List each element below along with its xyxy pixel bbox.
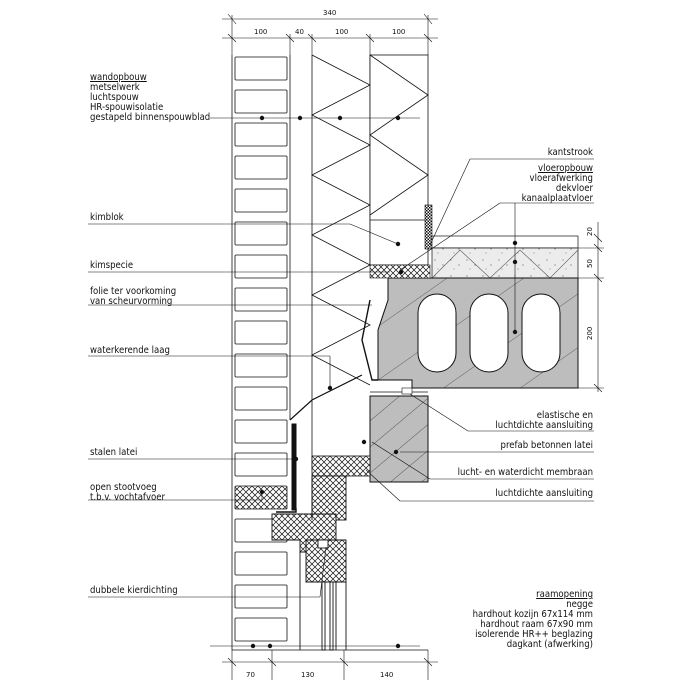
label-folie-line1: folie ter voorkoming: [90, 286, 177, 297]
label-kimspecie: kimspecie: [90, 260, 134, 271]
leader-dot: [395, 643, 401, 649]
label-luchtspouw: luchtspouw: [90, 92, 139, 103]
brick: [234, 386, 288, 411]
brick: [234, 287, 288, 312]
dim-right-3: 200: [586, 326, 594, 340]
dim-right-1: 20: [586, 227, 594, 236]
prefab-concrete-lintel: [369, 387, 429, 483]
leader-dot: [512, 240, 518, 246]
label-negge: negge: [566, 599, 593, 610]
brick: [234, 221, 288, 246]
dim-top-2: 40: [295, 28, 304, 36]
dim-top-3: 100: [335, 28, 349, 36]
kantstrook-strip: [424, 204, 433, 250]
dimension-lines: [222, 13, 604, 680]
label-raam: hardhout raam 67x90 mm: [480, 619, 593, 630]
brick: [234, 122, 288, 147]
section-reference-lines: [210, 117, 420, 647]
label-wall-build-up: wandopbouw metselwerk luchtspouw HR-spou…: [90, 73, 210, 123]
dim-top-total: 340: [323, 9, 337, 17]
label-floor-build-up: vloeropbouw vloerafwerking dekvloer kana…: [522, 164, 593, 204]
label-wandopbouw: wandopbouw: [90, 72, 147, 83]
label-elastische-line1: elastische en: [536, 410, 593, 421]
label-kanaalplaatvloer: kanaalplaatvloer: [521, 193, 593, 204]
brick: [234, 188, 288, 213]
dim-bottom-2: 130: [301, 671, 315, 679]
brick: [234, 584, 288, 609]
brick: [234, 485, 288, 510]
leader-dot: [361, 439, 367, 445]
label-kozijn: hardhout kozijn 67x114 mm: [472, 609, 593, 620]
label-elastische-aansluiting: elastische en luchtdichte aansluiting: [495, 411, 593, 431]
brick: [234, 254, 288, 279]
leader-dot: [393, 449, 399, 455]
brick: [234, 320, 288, 345]
label-metselwerk: metselwerk: [90, 82, 140, 93]
label-binnenspouwblad: gestapeld binnenspouwblad: [90, 112, 211, 123]
label-folie-line2: van scheurvorming: [90, 296, 173, 307]
label-prefab-latei: prefab betonnen latei: [500, 440, 593, 451]
label-stootvoeg-line2: t.b.v. vochtafvoer: [90, 492, 165, 503]
brick: [234, 419, 288, 444]
window-frame: [271, 475, 347, 651]
brick: [234, 89, 288, 114]
label-stootvoeg: open stootvoeg t.b.v. vochtafvoer: [90, 483, 165, 503]
leader-dot: [512, 329, 518, 335]
leader-dot: [327, 385, 333, 391]
dim-top-4: 100: [392, 28, 406, 36]
leader-dot: [250, 643, 256, 649]
brick: [234, 617, 288, 642]
leader-lines: [88, 158, 594, 598]
leader-dot: [259, 489, 265, 495]
leader-dot: [337, 115, 343, 121]
leader-dot: [398, 269, 404, 275]
inner-leaf-blocks: [369, 54, 429, 266]
label-folie: folie ter voorkoming van scheurvorming: [90, 287, 176, 307]
label-beglazing: isolerende HR++ beglazing: [475, 629, 593, 640]
label-vloeropbouw: vloeropbouw: [538, 163, 593, 174]
brick: [234, 155, 288, 180]
label-dagkant: dagkant (afwerking): [506, 639, 593, 650]
label-raamopening: raamopening negge hardhout kozijn 67x114…: [473, 590, 593, 650]
label-waterkerende-laag: waterkerende laag: [90, 345, 170, 356]
dim-right-2: 50: [586, 259, 594, 268]
dim-bottom-3: 140: [380, 671, 394, 679]
label-kantstrook: kantstrook: [547, 147, 593, 158]
label-spouwisolatie: HR-spouwisolatie: [90, 102, 164, 113]
label-dekvloer: dekvloer: [555, 183, 593, 194]
dim-bottom-1: 70: [246, 671, 255, 679]
label-kimblok: kimblok: [90, 212, 124, 223]
leader-dot: [395, 241, 401, 247]
label-stalen-latei: stalen latei: [90, 447, 138, 458]
insulation-layer: [311, 54, 371, 400]
label-vloerafwerking: vloerafwerking: [529, 173, 593, 184]
leader-dot: [297, 115, 303, 121]
label-kierdichting: dubbele kierdichting: [90, 585, 178, 596]
label-luchtdichte-aansluiting: luchtdichte aansluiting: [495, 488, 593, 499]
floor-build-up: [361, 235, 579, 389]
leader-dot: [512, 259, 518, 265]
brick: [234, 452, 288, 477]
leader-dot: [395, 115, 401, 121]
brick: [234, 56, 288, 81]
label-membraan: lucht- en waterdicht membraan: [457, 467, 593, 478]
leader-dot: [293, 456, 299, 462]
label-raamopening-title: raamopening: [536, 589, 593, 600]
leader-dot: [267, 643, 273, 649]
head-trim: [311, 455, 371, 477]
brick-masonry: [231, 55, 291, 650]
leader-dots: [250, 115, 518, 649]
dim-top-1: 100: [254, 28, 268, 36]
label-elastische-line2: luchtdichte aansluiting: [495, 420, 593, 431]
brick: [234, 551, 288, 576]
brick: [234, 353, 288, 378]
leader-dot: [259, 115, 265, 121]
label-stootvoeg-line1: open stootvoeg: [90, 482, 157, 493]
